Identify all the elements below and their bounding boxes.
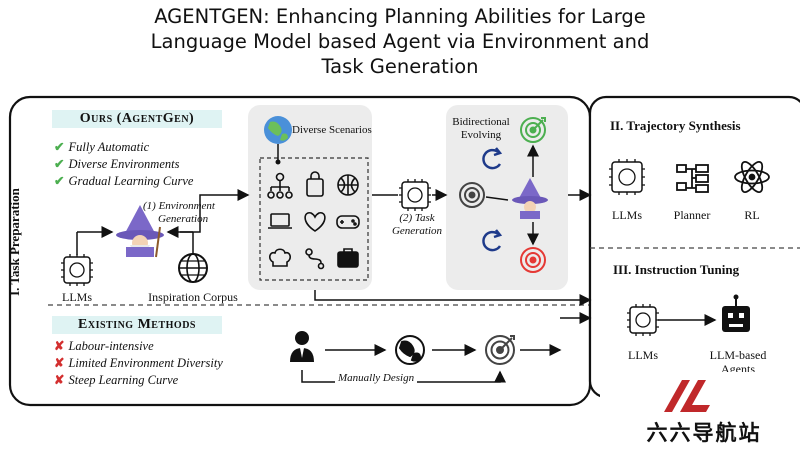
target-green-icon: [520, 117, 546, 143]
inspiration-corpus-label: Inspiration Corpus: [148, 290, 238, 304]
loop-arrow-icon: [482, 229, 503, 252]
trajectory-rl-label: RL: [744, 208, 760, 222]
env-generation-label: (1) Environment Generation: [143, 200, 215, 225]
trajectory-llms-label: LLMs: [612, 208, 642, 222]
shopping-bag-icon: [306, 171, 324, 197]
existing-bullet-2: ✘Limited Environment Diversity: [54, 356, 223, 370]
robot-agent-icon: [722, 294, 750, 332]
llms-label: LLMs: [62, 290, 92, 304]
human-designer-icon: [290, 331, 314, 362]
heart-pulse-icon: [304, 212, 326, 232]
atom-rl-icon: [734, 161, 770, 193]
scenarios-panel: [248, 105, 372, 290]
org-chart-icon: [267, 172, 293, 199]
scenarios-dashed-box: [259, 157, 369, 281]
title-line-3: Task Generation: [321, 55, 479, 78]
trajectory-planner-label: Planner: [673, 208, 711, 222]
target-gray-icon: [459, 182, 485, 208]
instruction-llms-label: LLMs: [628, 348, 658, 362]
llm-chip-icon: [627, 304, 659, 336]
trajectory-synthesis-title: II. Trajectory Synthesis: [610, 118, 741, 133]
watermark-text: 六六导航站: [646, 421, 762, 445]
bidirectional-evolving-label: Bidirectional Evolving: [452, 116, 510, 141]
basketball-icon: [337, 174, 359, 196]
watermark-area: 六六导航站: [600, 372, 800, 450]
world-map-icon: [395, 335, 425, 365]
existing-bullet-1: ✘Labour-intensive: [54, 339, 154, 353]
diagram-title: AGENTGEN: Enhancing Planning Abilities f…: [0, 4, 800, 79]
ours-bullet-3: ✔Gradual Learning Curve: [54, 174, 194, 188]
diverse-scenarios-label: Diverse Scenarios: [292, 124, 372, 136]
globe-icon: [178, 253, 208, 283]
arrow-to-tuning: [314, 290, 592, 306]
planner-icon: [676, 164, 709, 193]
manually-design-label: Manually Design: [335, 372, 418, 384]
instruction-tuning-title: III. Instruction Tuning: [613, 262, 740, 277]
loop-arrow-icon: [482, 147, 503, 170]
title-line-2: Language Model based Agent via Environme…: [150, 30, 650, 53]
llm-chip-icon: [61, 254, 93, 286]
laptop-icon: [268, 213, 292, 229]
llm-chip-icon: [399, 179, 431, 211]
llm-chip-icon: [609, 159, 645, 195]
existing-bullet-3: ✘Steep Learning Curve: [54, 373, 179, 387]
ours-bullet-1: ✔Fully Automatic: [54, 140, 150, 154]
gamepad-icon: [336, 215, 360, 229]
target-existing-icon: [485, 335, 515, 365]
task-generation-label: (2) Task Generation: [391, 212, 443, 237]
target-red-icon: [520, 247, 546, 273]
ours-bullet-2: ✔Diverse Environments: [54, 157, 180, 171]
watermark-logo-icon: [664, 380, 710, 412]
wizard-agent-icon: [116, 205, 164, 258]
wizard-small-icon: [512, 178, 548, 219]
earth-icon: [264, 116, 292, 144]
task-preparation-label: I. Task Preparation: [7, 188, 22, 296]
ours-banner: Ours (AgentGen): [52, 110, 222, 128]
title-line-1: AGENTGEN: Enhancing Planning Abilities f…: [154, 5, 646, 28]
existing-methods-banner: Existing Methods: [52, 316, 222, 334]
chef-hat-icon: [269, 248, 291, 267]
route-icon: [305, 248, 325, 270]
suitcase-icon: [337, 248, 359, 268]
